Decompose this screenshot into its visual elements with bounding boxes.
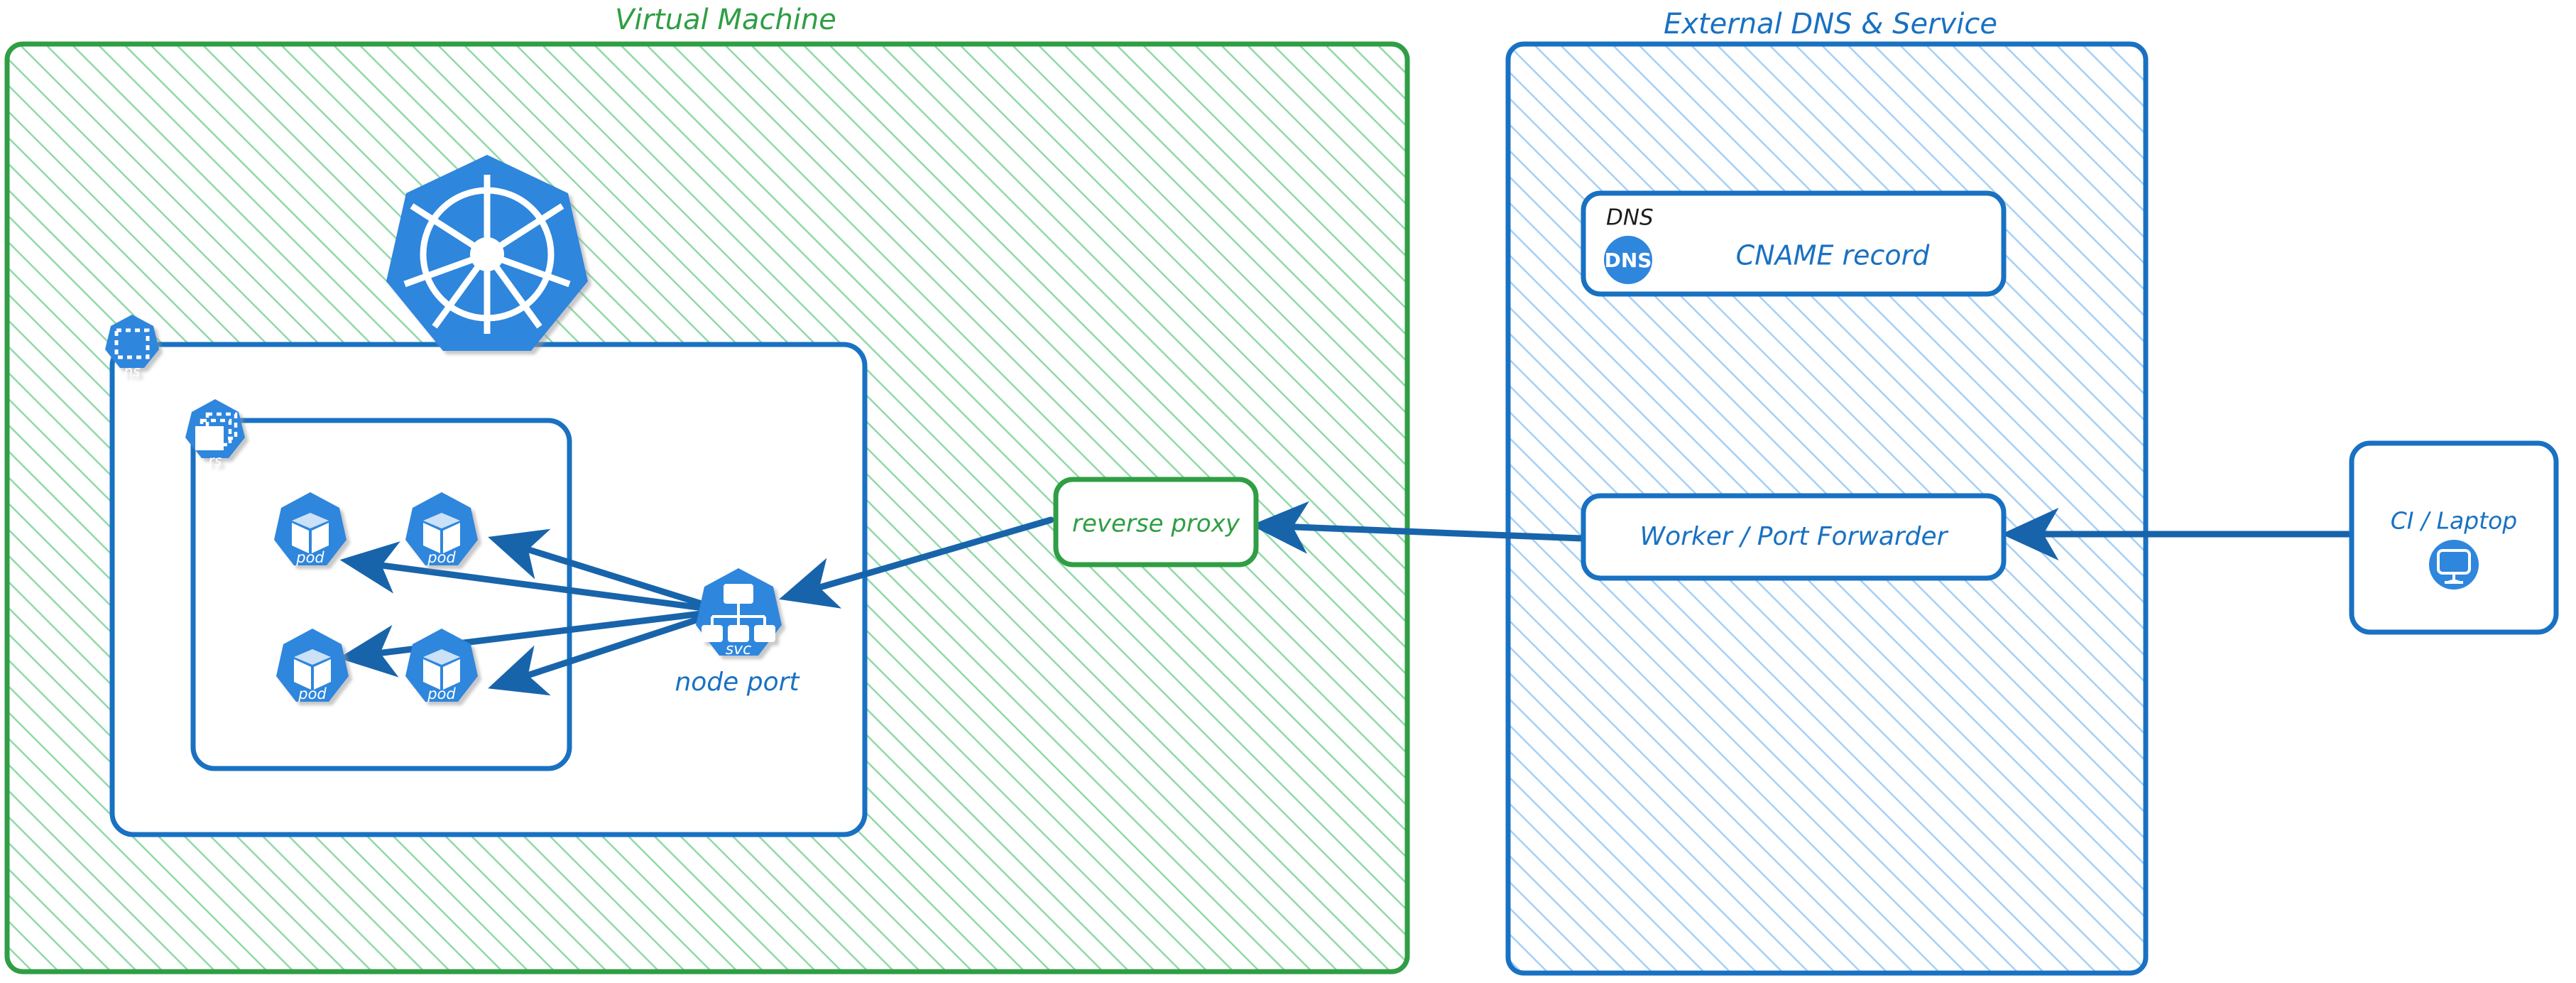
pod-4: pod [405, 629, 478, 702]
service-icon-label: svc [726, 641, 752, 658]
pod-3-cube-icon [294, 649, 331, 690]
pod-2-cube-icon [423, 513, 460, 553]
ci-laptop-label: CI / Laptop [2391, 507, 2518, 535]
pod-4-heptagon [405, 629, 478, 702]
dns-card-corner-label: DNS [1606, 205, 1654, 231]
worker-card-label: Worker / Port Forwarder [1640, 522, 1949, 551]
pod-2-heptagon [405, 492, 478, 565]
worker-card-box[interactable] [1581, 493, 2007, 581]
pod-3-label: pod [298, 685, 327, 702]
panel-external-dns-service-title: External DNS & Service [1664, 8, 1997, 40]
arrow-service-to-pod-3 [338, 607, 728, 678]
panel-external-dns-service: External DNS & Service [1505, 8, 2149, 976]
reverse-proxy-node[interactable]: reverse proxy [1053, 477, 1259, 567]
namespace-icon-label: ns [124, 363, 140, 380]
worker-port-forwarder-card[interactable]: Worker / Port Forwarder [1581, 493, 2007, 581]
namespace-icon-dashed-square [114, 328, 150, 359]
desktop-monitor-icon [2429, 540, 2479, 590]
arrow-service-to-pod-4 [488, 607, 728, 696]
pod-1-label: pod [295, 549, 324, 566]
dns-card-title: CNAME record [1736, 240, 1931, 271]
pod-4-label: pod [427, 685, 456, 702]
ci-laptop-card[interactable]: CI / Laptop [2349, 440, 2559, 635]
namespace-icon-heptagon [105, 315, 159, 368]
ci-laptop-box[interactable] [2349, 440, 2559, 635]
kubernetes-helm-wheel [403, 175, 571, 334]
replicaset-box [190, 418, 572, 771]
arrow-worker-to-reverse-proxy [1250, 501, 1586, 554]
service-icon-tree-glyph [702, 584, 775, 642]
pod-2-label: pod [427, 549, 456, 566]
dns-card-box[interactable] [1581, 190, 2007, 297]
kubernetes-logo [386, 155, 588, 351]
reverse-proxy-label: reverse proxy [1072, 510, 1240, 538]
replicaset-container [190, 418, 572, 771]
dns-card[interactable]: DNS DNS CNAME record [1581, 190, 2007, 297]
arrow-reverse-proxy-to-service [779, 516, 1054, 609]
replicaset-icon-front [195, 426, 224, 450]
service-icon: svc [696, 568, 782, 658]
arrow-service-to-pod-1 [339, 541, 728, 614]
service-node-port-caption: node port [675, 668, 800, 697]
reverse-proxy-box[interactable] [1053, 477, 1259, 567]
dns-badge-icon [1604, 236, 1652, 284]
pod-3-heptagon [276, 629, 349, 702]
pod-1-heptagon [274, 492, 346, 565]
pod-2: pod [405, 492, 478, 566]
kubernetes-replicaset-icon: rs [185, 399, 245, 469]
panel-virtual-machine-title: Virtual Machine [615, 4, 836, 36]
pod-3: pod [276, 629, 349, 702]
kubernetes-namespace-icon: ns [105, 315, 159, 380]
service-to-pod-arrows [338, 528, 728, 696]
pod-1: pod [274, 492, 346, 566]
arrow-service-to-pod-2 [488, 528, 728, 614]
pod-4-cube-icon [423, 649, 460, 690]
pod-1-cube-icon [292, 513, 329, 553]
replicaset-icon-label: rs [209, 452, 222, 469]
dns-badge-label: DNS [1605, 249, 1652, 272]
